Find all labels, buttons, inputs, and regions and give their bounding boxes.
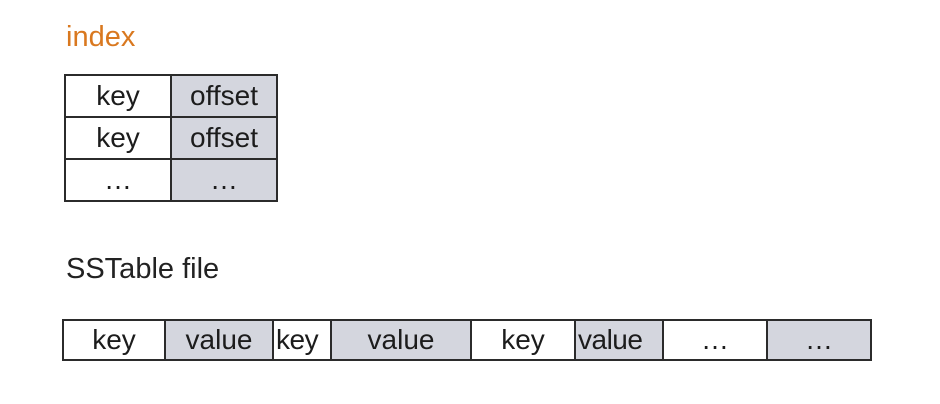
sstable-key-cell: key <box>472 319 576 361</box>
sstable-file-row: key value key value key value … … <box>62 319 872 361</box>
sstable-value-cell: value <box>332 319 472 361</box>
index-offset-cell: offset <box>170 116 278 160</box>
sstable-title: SSTable file <box>66 253 220 285</box>
sstable-value-cell: value <box>166 319 274 361</box>
index-offset-cell: offset <box>170 74 278 118</box>
sstable-ellipsis-cell: … <box>768 319 872 361</box>
sstable-ellipsis-cell: … <box>664 319 768 361</box>
index-row: … … <box>64 158 278 202</box>
index-row: key offset <box>64 116 278 160</box>
index-title: index <box>66 21 136 53</box>
index-key-cell: key <box>64 74 172 118</box>
index-table: key offset key offset … … <box>64 74 278 202</box>
sstable-key-cell: key <box>62 319 166 361</box>
index-offset-cell: … <box>170 158 278 202</box>
index-row: key offset <box>64 74 278 118</box>
sstable-value-cell: value <box>576 319 664 361</box>
sstable-key-cell: key <box>274 319 332 361</box>
index-key-cell: key <box>64 116 172 160</box>
index-key-cell: … <box>64 158 172 202</box>
